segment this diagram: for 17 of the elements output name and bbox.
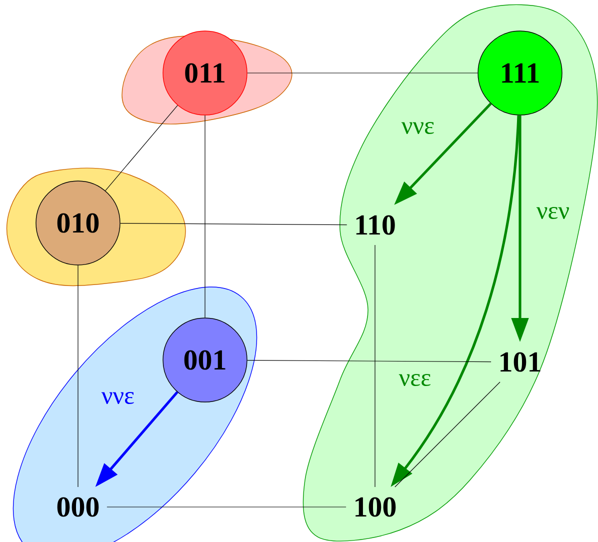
- edge-line: [247, 360, 492, 362]
- edge-line: [120, 222, 348, 226]
- edge-line: [105, 105, 178, 191]
- edge-label: νεν: [536, 207, 569, 220]
- vertex-label: 110: [356, 215, 395, 235]
- region-blob: [302, 4, 598, 542]
- edge-line: [247, 72, 478, 74]
- edge-label: ννε: [402, 122, 434, 134]
- edge-label: ννε: [102, 392, 134, 404]
- vertex-label: 000: [57, 497, 99, 517]
- edge-line: [204, 115, 206, 318]
- edge-line: [374, 244, 376, 488]
- edge-line: [106, 506, 346, 508]
- vertex-label: 100: [356, 497, 396, 517]
- edge-line: [394, 382, 500, 488]
- vertex-label: 101: [500, 352, 540, 372]
- edge-label: νεε: [398, 374, 430, 386]
